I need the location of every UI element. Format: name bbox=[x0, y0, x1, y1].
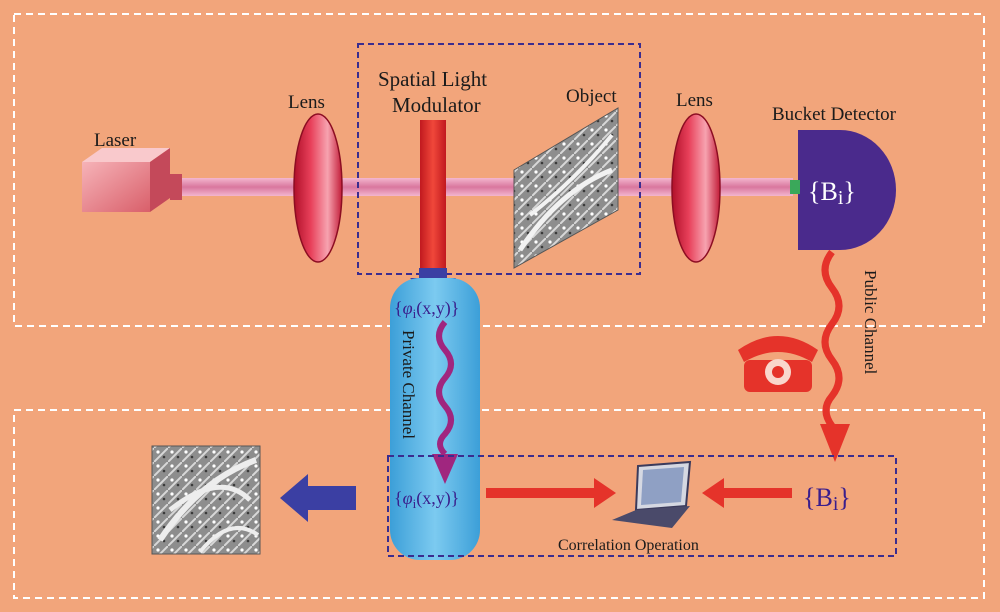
spatial-light-modulator bbox=[420, 120, 446, 268]
bi-value: {Bi} bbox=[803, 483, 851, 515]
object-image bbox=[513, 107, 619, 269]
phase-to-computer-arrowhead bbox=[594, 478, 616, 508]
bucket-bi-text: {Bi} bbox=[808, 177, 856, 209]
lens-left bbox=[293, 113, 343, 263]
slm-label-line2: Modulator bbox=[392, 93, 481, 117]
bucket-detector bbox=[798, 130, 896, 250]
result-arrow bbox=[280, 474, 356, 522]
slm-object-box bbox=[357, 43, 641, 275]
upper-region-border bbox=[13, 13, 985, 327]
public-channel-line bbox=[821, 249, 843, 429]
bucket-detector-label: Bucket Detector bbox=[772, 104, 897, 125]
laser bbox=[82, 148, 182, 212]
phase-pattern-bottom: {φi(x,y)} bbox=[394, 488, 459, 511]
telephone-icon bbox=[738, 336, 818, 392]
reconstructed-image bbox=[151, 445, 261, 555]
phase-to-computer-shaft bbox=[486, 488, 598, 498]
phase-pattern-top: {φi(x,y)} bbox=[394, 298, 459, 321]
private-channel-arrowhead bbox=[432, 454, 458, 484]
correlation-label: Correlation Operation bbox=[558, 537, 699, 554]
lens-right-label: Lens bbox=[676, 90, 713, 111]
bi-to-computer-arrowhead bbox=[702, 478, 724, 508]
lens-left-label: Lens bbox=[288, 92, 325, 113]
public-channel-label: Public Channel bbox=[861, 270, 880, 375]
laptop-icon bbox=[612, 460, 692, 528]
slm-label-line1: Spatial Light bbox=[378, 67, 487, 91]
laser-label: Laser bbox=[94, 130, 137, 151]
lower-region-border bbox=[13, 409, 985, 599]
correlation-box bbox=[387, 455, 897, 557]
detector-aperture bbox=[790, 180, 800, 194]
lens-right bbox=[671, 113, 721, 263]
public-channel-arrowhead bbox=[820, 424, 850, 462]
bi-to-computer-shaft bbox=[720, 488, 792, 498]
object-label: Object bbox=[566, 86, 617, 107]
private-channel-label: Private Channel bbox=[399, 330, 418, 439]
private-channel bbox=[390, 278, 480, 560]
private-channel-line bbox=[436, 320, 454, 457]
